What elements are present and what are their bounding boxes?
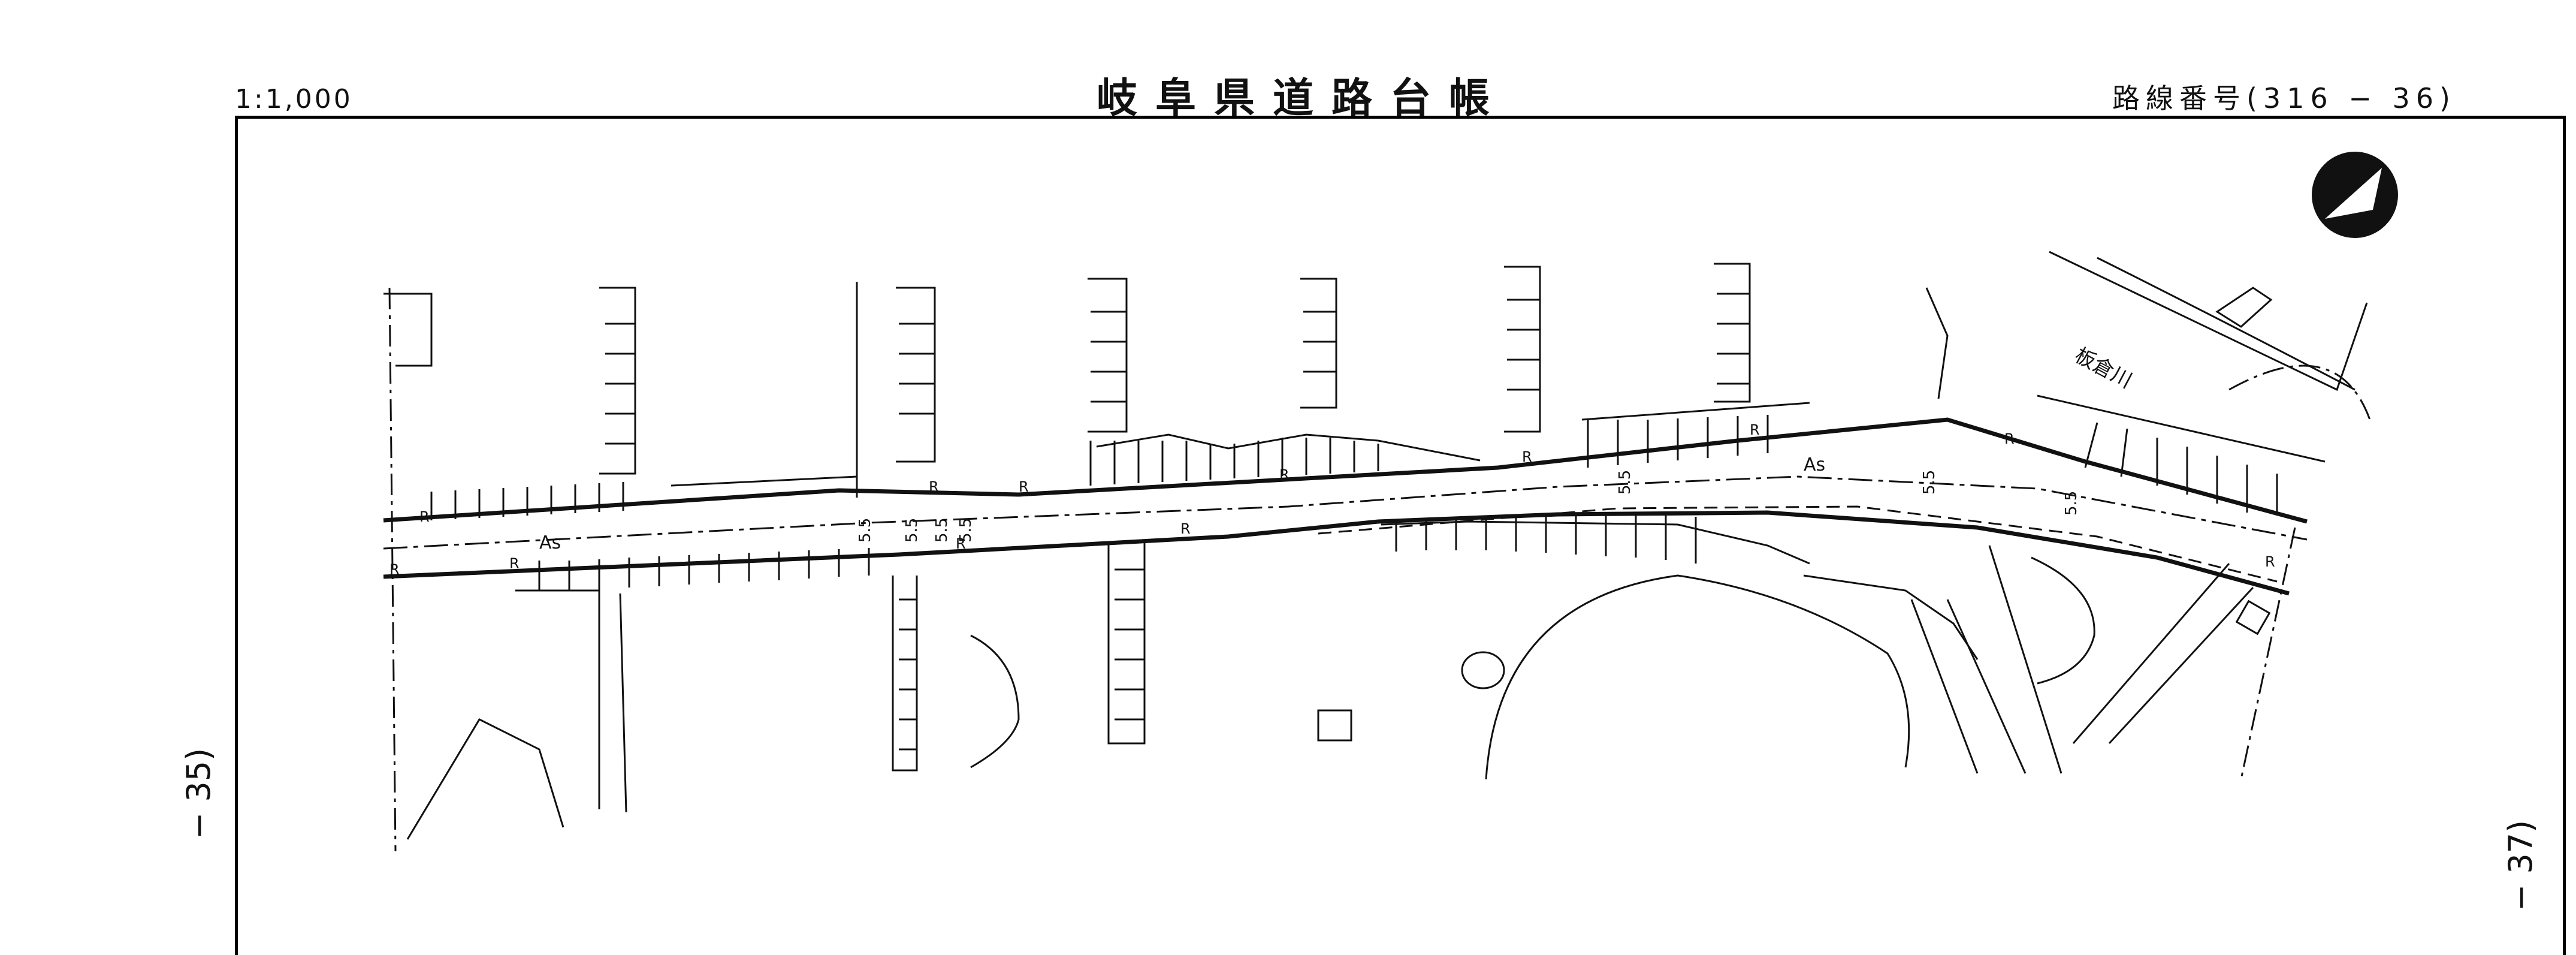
width-label: 5.5 [2062,491,2080,516]
park-boundary [1485,574,1910,780]
width-label: 5.5 [903,518,921,543]
surface-label: As [539,532,561,553]
road-mark: R [1522,448,1532,465]
width-label: 5.5 [1616,470,1634,495]
map-frame [235,116,2566,955]
map-scale: 1:1,000 [235,84,353,115]
road-south-edge [383,510,2290,596]
road-centerline [383,475,2308,550]
frontage-hatch [430,293,2278,751]
river-bank [2097,257,2355,391]
road-mark: R [1279,466,1289,483]
field-boundary [970,634,1020,769]
width-label: 5.5 [1920,470,1938,495]
road-mark: R [419,508,430,525]
width-label: 5.5 [856,518,874,543]
width-label: 5.5 [933,518,951,543]
road-mark: R [389,561,400,578]
north-arrow-icon [2312,152,2398,238]
road-mark: R [1750,421,1760,438]
road-mark: R [929,478,939,495]
road-mark: R [2004,430,2015,447]
south-lots [406,520,2271,840]
surface-label: As [1804,454,1825,475]
width-label: 5.5 [957,518,975,543]
route-number: 路線番号(316 − 36) [2112,82,2456,115]
page-title: 岐阜県道路台帳 [1097,75,1508,122]
road-mark: R [509,555,520,572]
boundary-left [388,287,397,852]
road-mark: R [2265,553,2275,570]
road-north-edge [383,417,2308,524]
boundary-right [2240,527,2296,780]
river-label: 板倉川 [2071,344,2136,393]
road-inner-dashed [1318,505,2278,583]
north-lots [383,251,2368,498]
road-mark: R [1180,520,1191,537]
road-mark: R [956,535,966,552]
road-mark: R [1019,478,1029,495]
